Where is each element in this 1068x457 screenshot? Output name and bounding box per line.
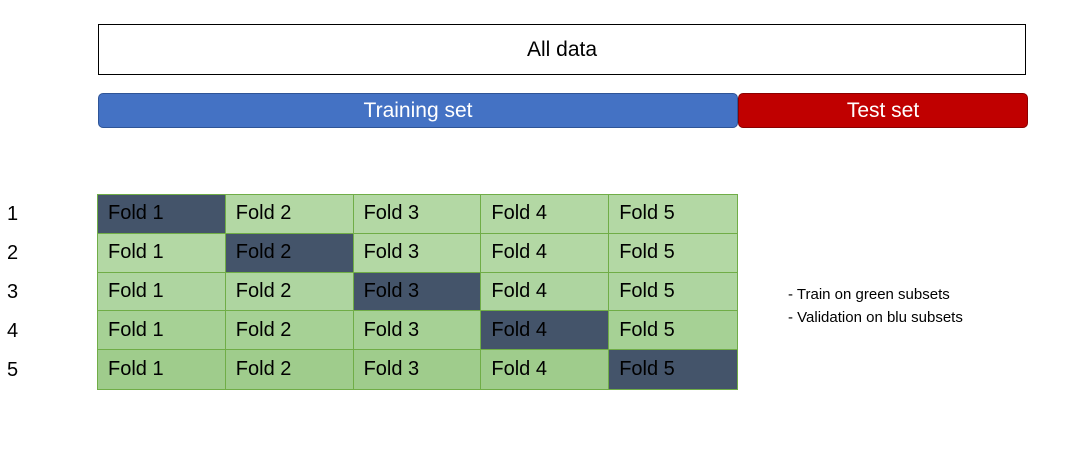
validation-fold-cell: Fold 3 bbox=[353, 272, 482, 312]
row-number: 3 bbox=[7, 281, 19, 303]
train-fold-cell: Fold 4 bbox=[481, 350, 610, 389]
row-number: 4 bbox=[7, 320, 19, 342]
test-set-label: Test set bbox=[846, 98, 920, 122]
train-fold-cell: Fold 2 bbox=[225, 311, 354, 351]
train-fold-cell: Fold 2 bbox=[225, 272, 354, 312]
all-data-label: All data bbox=[526, 37, 598, 61]
validation-fold-cell: Fold 2 bbox=[225, 233, 354, 273]
train-fold-cell: Fold 5 bbox=[609, 272, 737, 312]
note-validation: - Validation on blu subsets bbox=[788, 309, 963, 326]
train-fold-cell: Fold 4 bbox=[481, 233, 610, 273]
validation-fold-cell: Fold 5 bbox=[609, 350, 737, 389]
row-number: 5 bbox=[7, 359, 19, 381]
training-set-label: Training set bbox=[363, 98, 473, 122]
note-train: - Train on green subsets bbox=[788, 286, 950, 303]
train-fold-cell: Fold 5 bbox=[609, 311, 737, 351]
train-fold-cell: Fold 3 bbox=[353, 311, 482, 351]
training-set-bar: Training set bbox=[98, 93, 738, 128]
validation-fold-cell: Fold 1 bbox=[98, 195, 226, 234]
train-fold-cell: Fold 3 bbox=[353, 350, 482, 389]
train-fold-cell: Fold 5 bbox=[609, 233, 737, 273]
row-number: 2 bbox=[7, 242, 19, 264]
train-fold-cell: Fold 1 bbox=[98, 350, 226, 389]
all-data-box: All data bbox=[98, 24, 1026, 75]
train-fold-cell: Fold 1 bbox=[98, 272, 226, 312]
train-fold-cell: Fold 2 bbox=[225, 350, 354, 389]
train-fold-cell: Fold 2 bbox=[225, 195, 354, 234]
test-set-bar: Test set bbox=[738, 93, 1028, 128]
legend-notes: - Train on green subsets - Validation on… bbox=[788, 283, 963, 329]
train-fold-cell: Fold 5 bbox=[609, 195, 737, 234]
row-number: 1 bbox=[7, 203, 19, 225]
train-fold-cell: Fold 3 bbox=[353, 195, 482, 234]
train-fold-cell: Fold 4 bbox=[481, 272, 610, 312]
train-fold-cell: Fold 4 bbox=[481, 195, 610, 234]
validation-fold-cell: Fold 4 bbox=[481, 311, 610, 351]
train-fold-cell: Fold 1 bbox=[98, 311, 226, 351]
train-fold-cell: Fold 3 bbox=[353, 233, 482, 273]
train-fold-cell: Fold 1 bbox=[98, 233, 226, 273]
